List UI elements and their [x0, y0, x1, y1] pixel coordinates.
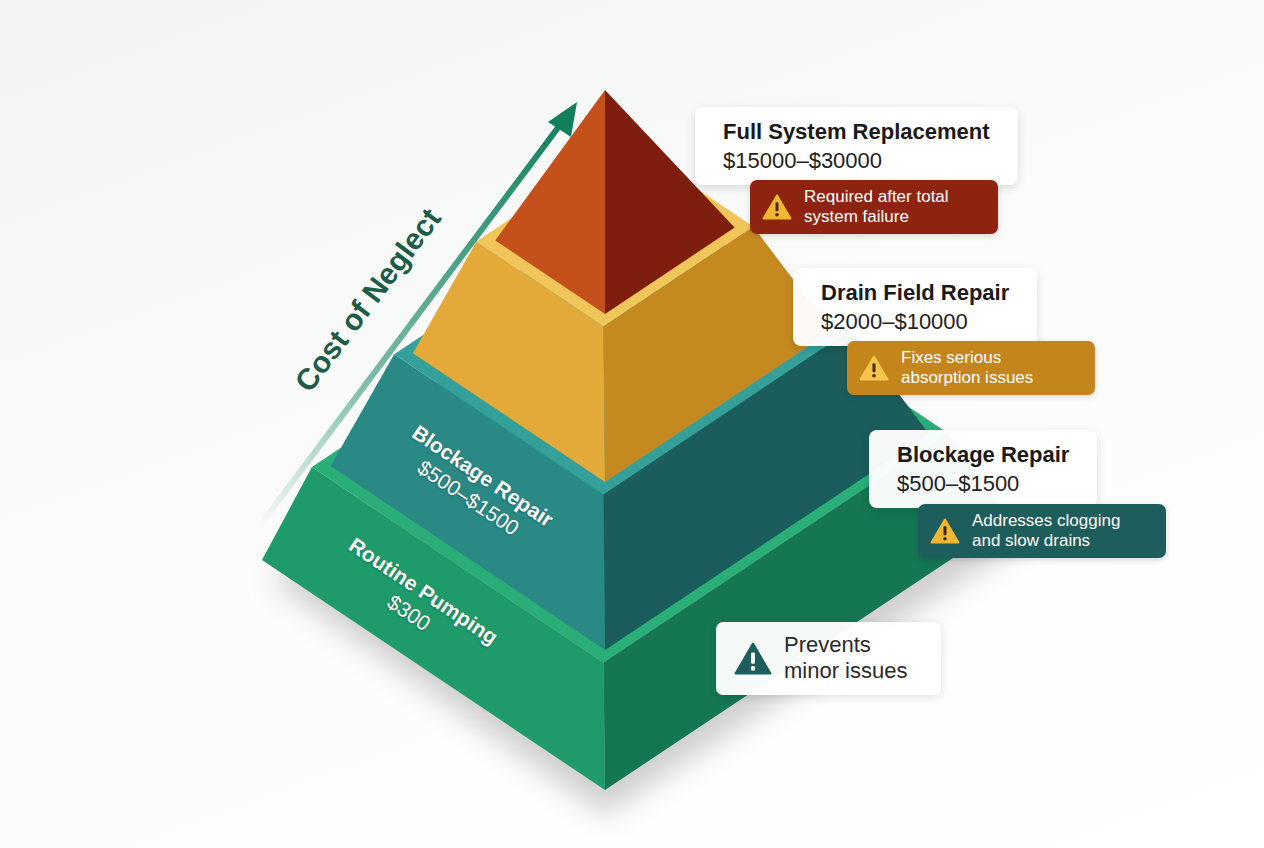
warning-icon [859, 355, 889, 381]
cost-arrow-head [548, 102, 577, 137]
node-title: Prevents minor issues [784, 632, 919, 685]
cost-callout: Drain Field Repair$2000–$10000 [793, 268, 1037, 346]
cost-callout: Full System Replacement$15000–$30000 [695, 107, 1018, 185]
node-title: Blockage Repair [897, 441, 1069, 470]
node-price: $2000–$10000 [821, 308, 1009, 337]
node-title: Required after total system failure [804, 187, 982, 227]
node-title: Drain Field Repair [821, 279, 1009, 308]
warning-badge: Addresses clogging and slow drains [918, 504, 1166, 558]
layer-left-face [495, 90, 605, 314]
node-title: Addresses clogging and slow drains [972, 511, 1150, 551]
node-title: Fixes serious absorption issues [901, 348, 1079, 388]
warning-icon [762, 194, 792, 220]
warning-icon [734, 642, 772, 675]
warning-badge: Fixes serious absorption issues [847, 341, 1095, 395]
warning-badge: Required after total system failure [750, 180, 998, 234]
node-price: $15000–$30000 [723, 147, 990, 176]
node-price: $500–$1500 [897, 470, 1069, 499]
cost-callout: Blockage Repair$500–$1500 [869, 430, 1097, 508]
cost-arrow-shaft [258, 125, 560, 528]
node-title: Full System Replacement [723, 118, 990, 147]
note-box: Prevents minor issues [716, 622, 941, 695]
warning-icon [930, 518, 960, 544]
